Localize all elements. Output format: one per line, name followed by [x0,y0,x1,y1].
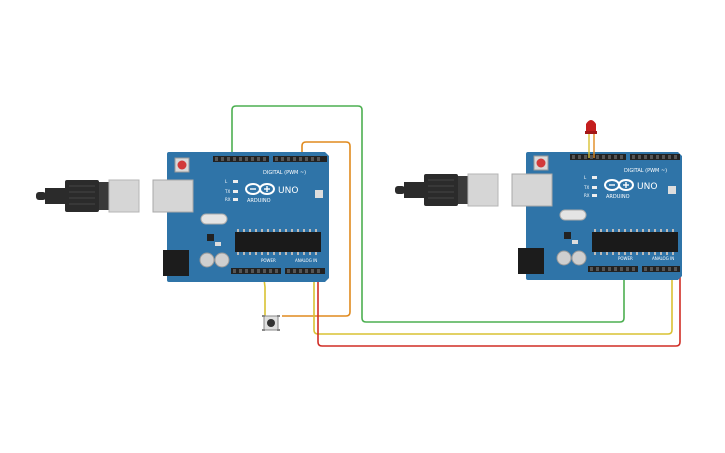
usb-jack [152,179,194,213]
power-header [231,268,281,274]
pin13-led-label: L [225,179,228,184]
digital-label: DIGITAL (PWM ~) [624,168,667,174]
logo-text: ARDUINO [247,198,271,204]
pin13-led-label: L [584,175,587,180]
rx-label: RX [225,197,231,202]
pushbutton[interactable] [262,315,280,331]
logo-text: ARDUINO [606,194,630,200]
analog-label: ANALOG IN [295,258,317,263]
reset-button-icon[interactable] [174,157,190,173]
arduino-uno-board-1[interactable]: DIGITAL (PWM ~) L TX RX ARDUINO UNO [36,152,329,282]
model-text: UNO [278,186,298,196]
power-jack [518,248,544,274]
usb-cable-icon [36,179,140,213]
arduino-infinity-logo-icon [245,183,275,195]
power-label: POWER [261,258,276,263]
wire-green[interactable] [231,105,625,323]
wire-red[interactable] [317,271,681,347]
atmega-chip [592,232,678,252]
digital-header-right [630,154,680,160]
crystal [200,213,228,225]
analog-header [642,266,680,272]
tx-label: TX [583,185,589,190]
wire-orange[interactable] [282,141,351,317]
arduino-infinity-logo-icon [604,179,634,191]
model-text: UNO [637,182,657,192]
power-label: POWER [618,256,633,261]
arduino-uno-board-2[interactable]: DIGITAL (PWM ~) L TX RX ARDUINO UNO [395,152,682,280]
atmega-chip [235,232,321,252]
analog-label: ANALOG IN [652,256,674,261]
led-red[interactable] [585,120,597,158]
usb-cable-icon [395,173,499,207]
digital-label: DIGITAL (PWM ~) [263,170,306,176]
power-header [588,266,638,272]
crystal [559,209,587,221]
rx-label: RX [584,193,590,198]
tx-label: TX [224,189,230,194]
wires [231,105,681,347]
power-jack [163,250,189,276]
reset-button-icon[interactable] [533,155,549,171]
wire-yellow[interactable] [313,271,673,335]
usb-jack [511,173,553,207]
